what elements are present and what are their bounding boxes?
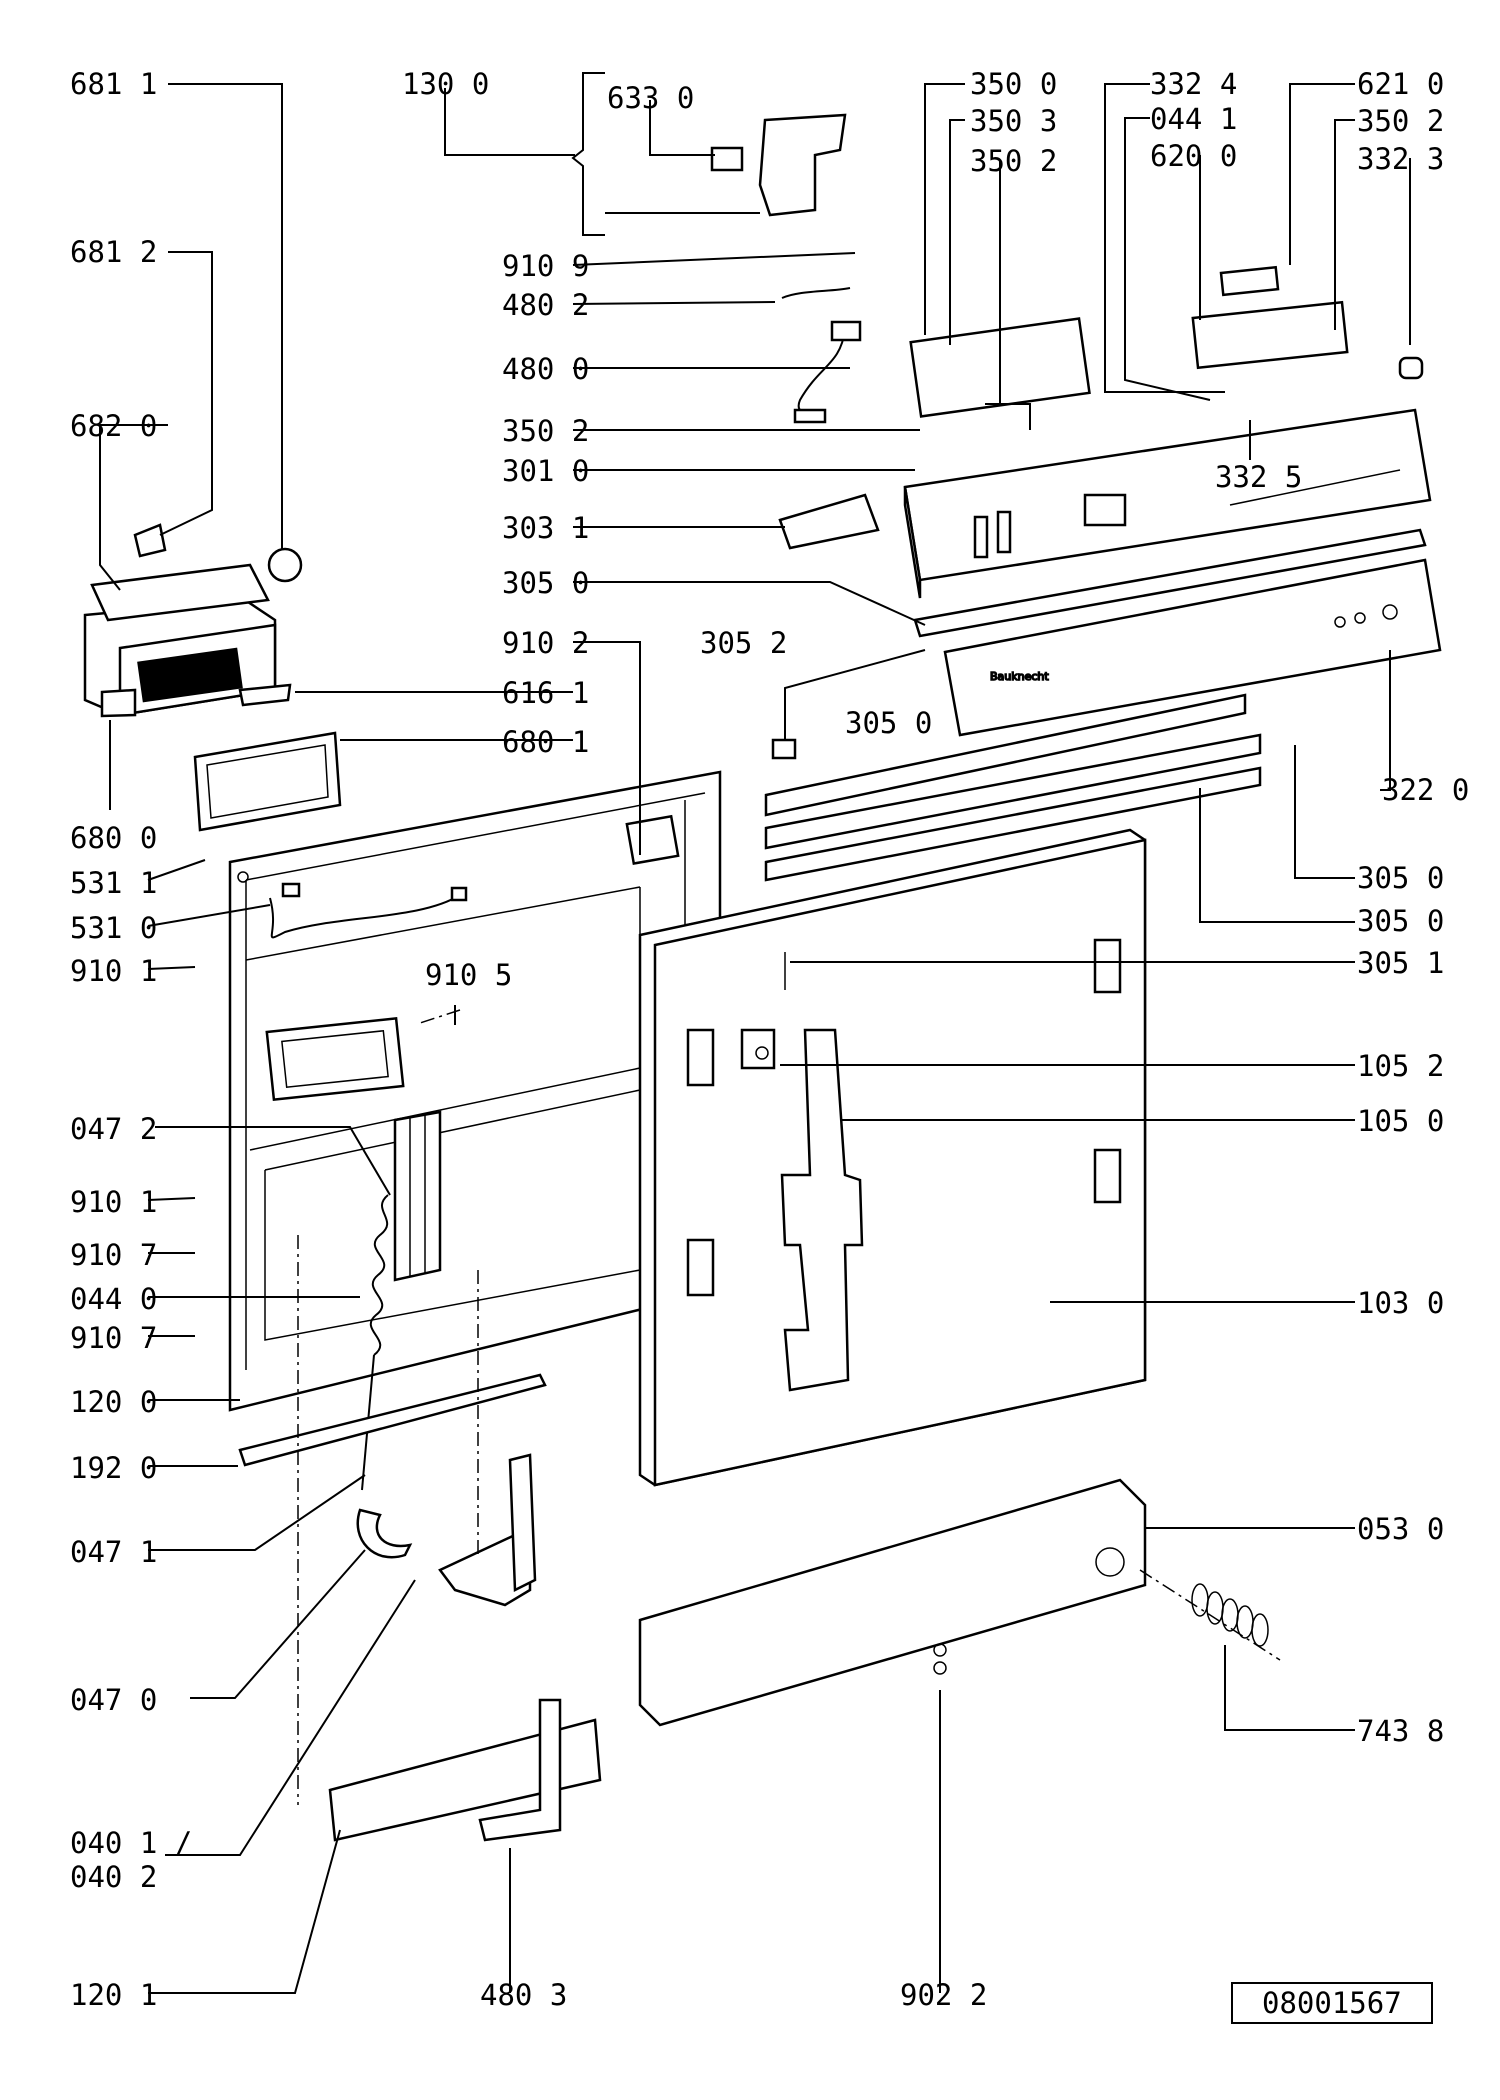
- bottom-trim-bracket: [478, 1698, 562, 1842]
- cable-set: [797, 329, 846, 415]
- label-621-0: 621 0: [1357, 67, 1444, 101]
- label-910-7: 910 7: [70, 1238, 157, 1272]
- label-620-0: 620 0: [1150, 139, 1237, 173]
- cap-part: [267, 547, 303, 583]
- part-number-labels: 681 1 681 2 682 0 680 0 531 1 531 0 910 …: [70, 67, 1469, 2020]
- label-910-9: 910 9: [502, 249, 589, 283]
- control-housing: [903, 408, 1432, 599]
- control-panel-fascia: Bauknecht: [943, 558, 1442, 737]
- guide-rail: [238, 1373, 547, 1467]
- label-120-0: 120 0: [70, 1385, 157, 1419]
- small-module: [1219, 265, 1280, 297]
- label-480-2: 480 2: [502, 288, 589, 322]
- label-350-3: 350 3: [970, 104, 1057, 138]
- label-743-8: 743 8: [1357, 1714, 1444, 1748]
- label-910-2: 910 2: [502, 626, 589, 660]
- wire-connector-end: [450, 886, 468, 902]
- hinge-bracket: [625, 814, 680, 865]
- label-044-0: 044 0: [70, 1282, 157, 1316]
- label-192-0: 192 0: [70, 1451, 157, 1485]
- electronic-board-right: [1191, 300, 1349, 370]
- front-door-panel: [638, 828, 1147, 1487]
- label-047-0: 047 0: [70, 1683, 157, 1717]
- label-044-1: 044 1: [1150, 102, 1237, 136]
- hinge-arm: [356, 1508, 413, 1559]
- label-480-3: 480 3: [480, 1978, 567, 2012]
- label-531-0: 531 0: [70, 911, 157, 945]
- label-305-1: 305 1: [1357, 946, 1444, 980]
- label-105-0: 105 0: [1357, 1104, 1444, 1138]
- part-drawings: Bauknecht: [83, 113, 1442, 1842]
- label-303-1: 303 1: [502, 511, 589, 545]
- inner-door-panel: [228, 770, 722, 1412]
- label-103-0: 103 0: [1357, 1286, 1444, 1320]
- cable-plug: [793, 408, 827, 424]
- label-305-0-d: 305 0: [1357, 904, 1444, 938]
- label-681-2: 681 2: [70, 235, 157, 269]
- door-switch: [710, 113, 847, 217]
- knob-cap: [1398, 356, 1424, 380]
- label-305-0-b: 305 0: [845, 706, 932, 740]
- seal-frame: [193, 731, 342, 832]
- label-480-0: 480 0: [502, 352, 589, 386]
- short-cable: [781, 287, 851, 299]
- document-code: 08001567: [1262, 1986, 1402, 2020]
- label-680-0: 680 0: [70, 821, 157, 855]
- panel-trim-strip: [913, 528, 1427, 638]
- label-120-1: 120 1: [70, 1978, 157, 2012]
- bottom-bracket: [638, 1478, 1147, 1727]
- label-681-1: 681 1: [70, 67, 157, 101]
- label-047-1: 047 1: [70, 1535, 157, 1569]
- label-047-2: 047 2: [70, 1112, 157, 1146]
- label-350-0: 350 0: [970, 67, 1057, 101]
- cable-connector: [830, 320, 862, 342]
- label-910-7-b: 910 7: [70, 1321, 157, 1355]
- label-332-3: 332 3: [1357, 142, 1444, 176]
- wire-connector: [281, 882, 301, 898]
- label-322-0: 322 0: [1382, 773, 1469, 807]
- label-040-1: 040 1 /: [70, 1826, 192, 1860]
- label-040-2: 040 2: [70, 1860, 157, 1894]
- door-handle: [778, 493, 880, 550]
- small-clip: [133, 523, 167, 558]
- label-053-0: 053 0: [1357, 1512, 1444, 1546]
- label-105-2: 105 2: [1357, 1049, 1444, 1083]
- label-130-0: 130 0: [402, 67, 489, 101]
- label-633-0: 633 0: [607, 81, 694, 115]
- label-332-5: 332 5: [1215, 460, 1302, 494]
- bottom-trim: [328, 1718, 602, 1842]
- label-910-5: 910 5: [425, 958, 512, 992]
- label-350-2-b: 350 2: [970, 144, 1057, 178]
- coil-spring: [1191, 1583, 1269, 1647]
- label-531-1: 531 1: [70, 866, 157, 900]
- document-code-box: [1231, 1982, 1433, 2024]
- hinge-bracket-upright: [508, 1453, 537, 1592]
- label-305-0-a: 305 0: [502, 566, 589, 600]
- label-910-1-b: 910 1: [70, 1185, 157, 1219]
- label-910-1: 910 1: [70, 954, 157, 988]
- label-680-1: 680 1: [502, 725, 589, 759]
- label-902-2: 902 2: [900, 1978, 987, 2012]
- label-350-2-c: 350 2: [1357, 104, 1444, 138]
- label-305-2: 305 2: [700, 626, 787, 660]
- label-682-0: 682 0: [70, 409, 157, 443]
- wire-harness: [269, 894, 461, 939]
- label-305-0-c: 305 0: [1357, 861, 1444, 895]
- label-332-4: 332 4: [1150, 67, 1237, 101]
- leader-lines: [99, 72, 1433, 2024]
- label-350-2: 350 2: [502, 414, 589, 448]
- label-301-0: 301 0: [502, 454, 589, 488]
- detergent-dispenser: [83, 563, 292, 718]
- rail-stack: [764, 693, 1262, 990]
- label-616-1: 616 1: [502, 676, 589, 710]
- svg-text:Bauknecht: Bauknecht: [990, 670, 1049, 683]
